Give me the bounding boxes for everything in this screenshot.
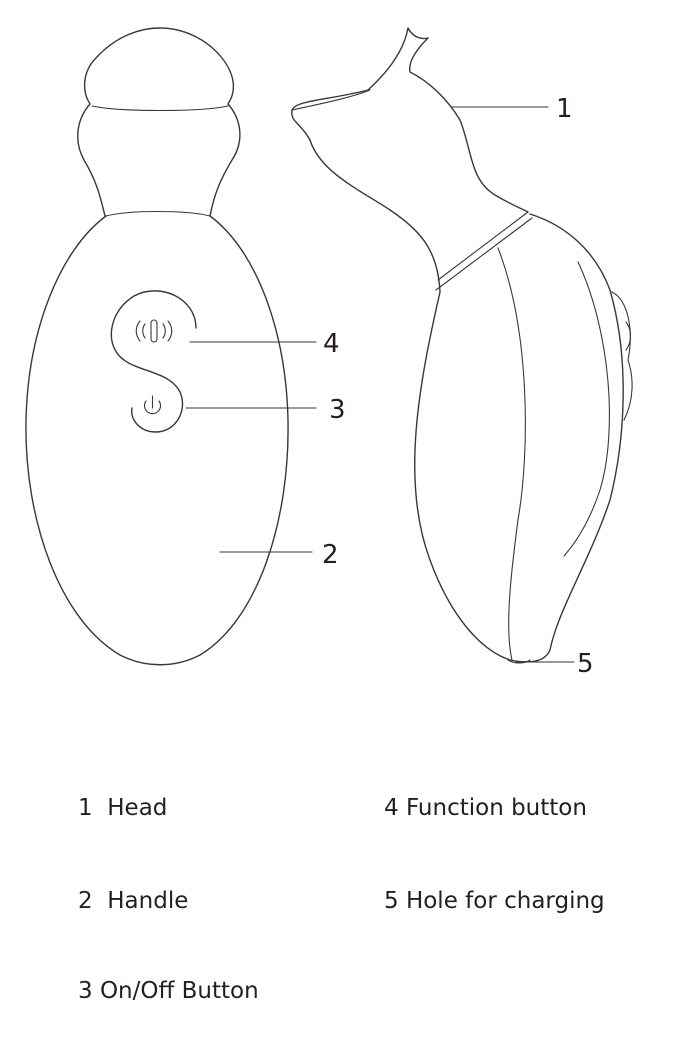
side-seam-line [497, 247, 526, 661]
legend-item-handle: 2 Handle [78, 888, 189, 914]
callout-2: 2 [322, 540, 339, 570]
legend-item-onoff: 3 On/Off Button [78, 978, 259, 1004]
side-neck-band-2 [435, 217, 533, 291]
legend-item-charging: 5 Hole for charging [384, 888, 605, 914]
callout-1: 1 [556, 94, 573, 124]
side-button-detail [625, 321, 632, 351]
side-view [291, 27, 633, 664]
charging-hole [507, 659, 531, 664]
front-body-outline [25, 215, 289, 666]
side-mouth-line [291, 89, 371, 111]
legend-item-head: 1 Head [78, 795, 168, 821]
function-button-swirl [110, 290, 197, 433]
front-head-outline [77, 27, 241, 217]
callout-5: 5 [577, 649, 594, 679]
side-neck-band [437, 211, 529, 281]
side-back-line [563, 261, 610, 557]
product-diagram: 1 4 3 2 5 [25, 27, 633, 679]
power-icon[interactable] [143, 395, 162, 415]
front-head-waist-line [91, 105, 229, 112]
side-body-outline [414, 213, 624, 663]
vibration-icon[interactable] [135, 319, 173, 343]
callout-4: 4 [323, 329, 340, 359]
legend-item-function: 4 Function button [384, 795, 587, 821]
legend-right: 4 Function button 5 Hole for charging [384, 731, 605, 948]
side-head-outline [291, 27, 529, 293]
front-view [25, 27, 317, 666]
front-neck-band [105, 210, 211, 217]
legend-left: 1 Head 2 Handle 3 On/Off Button [78, 731, 259, 1038]
side-buttons [611, 291, 633, 421]
callout-3: 3 [329, 395, 346, 425]
